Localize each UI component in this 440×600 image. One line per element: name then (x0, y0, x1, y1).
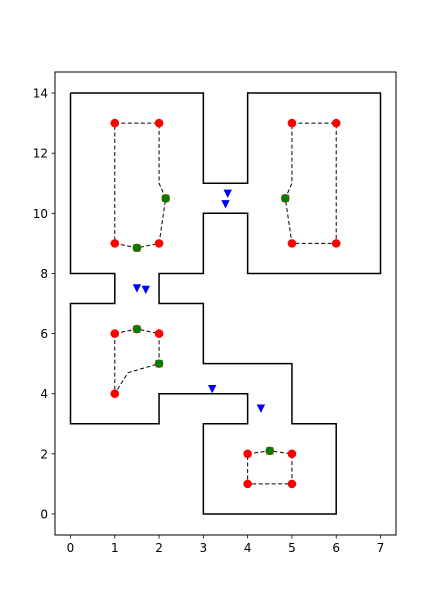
boundary-line (69, 92, 382, 515)
green-square (162, 194, 170, 202)
x-tick-label: 6 (332, 541, 340, 555)
x-tick-label: 2 (155, 541, 163, 555)
red-point (331, 118, 341, 128)
y-tick-label: 2 (40, 447, 48, 461)
dashed-path-1 (114, 122, 167, 249)
red-point (331, 239, 341, 248)
red-point (243, 449, 252, 459)
blue-triangle (256, 404, 266, 413)
x-tick-label: 0 (67, 541, 75, 555)
blue-triangle (141, 285, 150, 295)
blue-triangle (208, 384, 217, 394)
red-point (287, 479, 297, 489)
y-tick-label: 0 (40, 507, 48, 521)
green-square (133, 244, 141, 252)
red-point (287, 118, 297, 128)
x-tick-label: 3 (200, 541, 208, 555)
y-tick-label: 4 (40, 387, 48, 401)
green-square (281, 194, 289, 202)
y-tick-label: 6 (40, 327, 48, 341)
y-tick-label: 12 (33, 147, 48, 161)
red-point (154, 239, 164, 248)
blue-triangle (223, 189, 232, 198)
y-tick-label: 8 (40, 267, 48, 281)
green-square (155, 360, 163, 368)
x-tick-label: 1 (111, 541, 119, 555)
y-tick-label: 10 (33, 207, 48, 221)
red-point (287, 239, 297, 248)
red-point (154, 329, 164, 338)
y-tick-label: 14 (33, 87, 48, 101)
red-point (110, 329, 120, 338)
x-tick-label: 7 (377, 541, 385, 555)
axes-frame (54, 71, 397, 536)
red-point (110, 239, 120, 248)
red-point (110, 118, 120, 128)
dashed-path-4 (247, 450, 293, 485)
green-square (266, 447, 274, 455)
red-point (154, 118, 164, 128)
blue-triangle (132, 284, 142, 293)
red-point (287, 449, 297, 459)
x-tick-label: 5 (288, 541, 296, 555)
red-point (110, 389, 120, 398)
x-tick-label: 4 (244, 541, 252, 555)
data-layer (69, 92, 382, 515)
blue-triangle (221, 200, 230, 209)
green-square (133, 325, 141, 333)
red-point (243, 479, 252, 489)
